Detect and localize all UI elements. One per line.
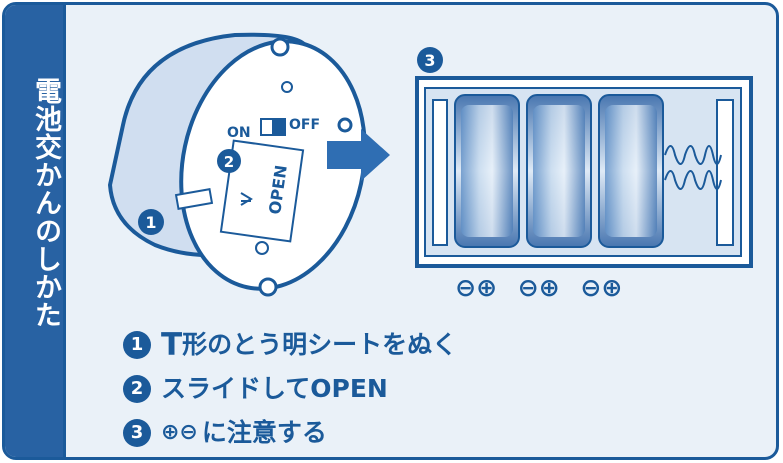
step-2: 2 スライドしてOPEN — [123, 367, 457, 411]
step-3-symbols: ⊕⊖ — [161, 420, 198, 445]
polarity-group-1: ⊖⊕ — [455, 273, 497, 302]
step-2-text: スライドしてOPEN — [161, 374, 388, 403]
marker-3: 3 — [424, 51, 435, 70]
step-2-number: 2 — [123, 375, 151, 403]
sidebar: 電池交かんのしかた — [5, 5, 66, 457]
polarity-group-3: ⊖⊕ — [580, 273, 623, 302]
battery-illustration: ON OFF OPEN 1 2 3 — [107, 32, 753, 297]
right-arrow-icon — [327, 129, 390, 181]
marker-1: 1 — [145, 213, 156, 232]
polarity-group-2: ⊖⊕ — [517, 273, 560, 302]
marker-2: 2 — [224, 153, 234, 171]
sidebar-title: 電池交かんのしかた — [30, 77, 61, 329]
switch-off-label: OFF — [289, 117, 320, 133]
polarity-row: ⊖⊕ ⊖⊕ ⊖⊕ — [455, 273, 634, 302]
step-1-text: 形のとう明シートをぬく — [182, 330, 458, 359]
device-body: ON OFF OPEN 1 2 — [107, 32, 367, 297]
step-1-number: 1 — [123, 331, 151, 359]
spring-icon — [664, 145, 722, 190]
step-1: 1 T 形のとう明シートをぬく — [123, 323, 457, 367]
battery-compartment — [415, 76, 753, 268]
step-3-number: 3 — [123, 419, 151, 447]
switch-on-label: ON — [227, 125, 251, 141]
step-3-text: に注意する — [201, 418, 327, 447]
step-list: 1 T 形のとう明シートをぬく 2 スライドしてOPEN 3 ⊕⊖ に注意する — [123, 323, 457, 455]
step-3: 3 ⊕⊖ に注意する — [123, 411, 457, 455]
battery-cells — [454, 94, 664, 248]
step-1-lead: T — [161, 327, 183, 363]
